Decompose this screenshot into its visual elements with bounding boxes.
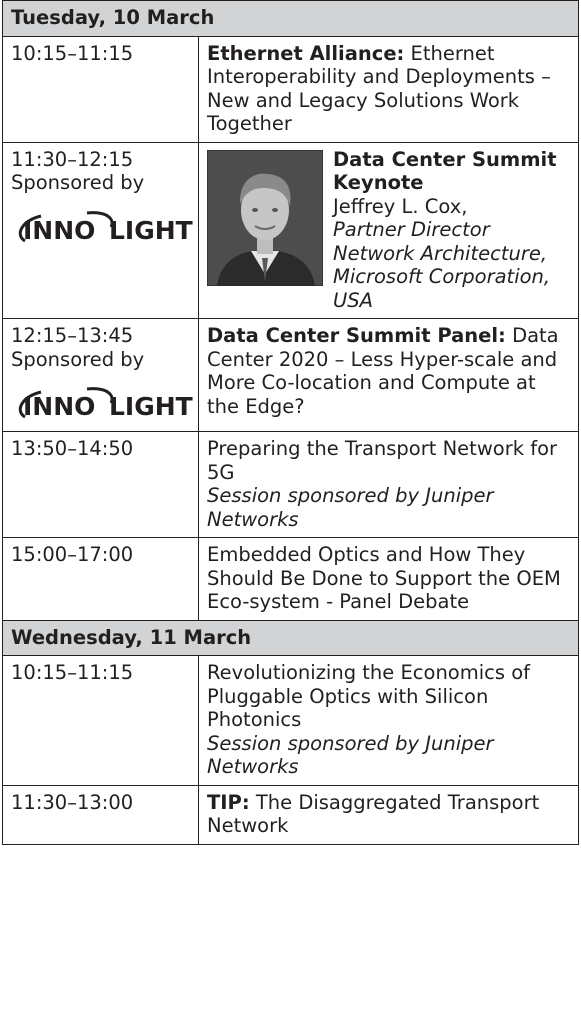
- innolight-logo-icon: INNO LIGHT: [18, 210, 193, 245]
- session-time: 13:50–14:50: [2, 431, 199, 538]
- session-title: Data Center 2020 – Less Hyper-scale and …: [207, 324, 559, 418]
- session-time: 11:30–13:00: [2, 784, 199, 845]
- keynote-text: Data Center Summit Keynote Jeffrey L. Co…: [333, 148, 570, 313]
- session-time: 10:15–11:15: [2, 655, 199, 786]
- table-row: 12:15–13:45 Sponsored by INNO LIGHT Data…: [2, 318, 579, 432]
- session-title: Revolutionizing the Economics of Pluggab…: [207, 661, 531, 731]
- session-title: The Disaggregated Transport Network: [207, 790, 540, 838]
- keynote-cell: Data Center Summit Keynote Jeffrey L. Co…: [198, 141, 579, 319]
- session-description: TIP: The Disaggregated Transport Network: [198, 784, 579, 845]
- table-row: 11:30–12:15 Sponsored by INNO LIGHT: [2, 141, 579, 319]
- day-header: Tuesday, 10 March: [2, 0, 579, 37]
- table-row: 13:50–14:50 Preparing the Transport Netw…: [2, 431, 579, 538]
- session-time: 12:15–13:45: [11, 324, 134, 347]
- session-org: Data Center Summit Panel:: [207, 324, 506, 347]
- schedule-table: Tuesday, 10 March 10:15–11:15 Ethernet A…: [2, 0, 579, 845]
- session-sponsor-note: Session sponsored by Juniper Networks: [207, 731, 494, 779]
- session-time: 15:00–17:00: [2, 537, 199, 621]
- svg-text:INNO: INNO: [23, 216, 95, 245]
- session-description: Ethernet Alliance: Ethernet Interoperabi…: [198, 35, 579, 143]
- table-row: 11:30–13:00 TIP: The Disaggregated Trans…: [2, 784, 579, 845]
- svg-text:INNO: INNO: [23, 392, 95, 421]
- keynote: Data Center Summit Keynote Jeffrey L. Co…: [207, 148, 570, 313]
- day-header-row: Tuesday, 10 March: [2, 0, 579, 37]
- session-org: TIP:: [207, 790, 250, 814]
- speaker-role: Partner Director Network Architecture, M…: [333, 218, 551, 312]
- session-org: Ethernet Alliance:: [207, 41, 405, 65]
- session-description: Preparing the Transport Network for 5G S…: [198, 431, 579, 538]
- sponsor-label: Sponsored by: [11, 347, 145, 371]
- session-description: Data Center Summit Panel: Data Center 20…: [198, 318, 579, 432]
- session-sponsor-note: Session sponsored by Juniper Networks: [207, 484, 494, 531]
- session-title: Embedded Optics and How They Should Be D…: [198, 537, 579, 621]
- speaker-name: Jeffrey L. Cox,: [333, 194, 468, 218]
- session-description: Revolutionizing the Economics of Pluggab…: [198, 655, 579, 786]
- keynote-title: Data Center Summit Keynote: [333, 147, 557, 195]
- day-header-row: Wednesday, 11 March: [2, 619, 579, 656]
- speaker-photo-icon: [207, 149, 323, 286]
- innolight-logo-icon: INNO LIGHT: [18, 387, 193, 421]
- svg-text:LIGHT: LIGHT: [109, 216, 193, 245]
- session-title: Ethernet Interoperability and Deployment…: [207, 41, 551, 136]
- session-time-cell: 11:30–12:15 Sponsored by INNO LIGHT: [2, 141, 199, 319]
- table-row: 10:15–11:15 Ethernet Alliance: Ethernet …: [2, 35, 579, 143]
- table-row: 15:00–17:00 Embedded Optics and How They…: [2, 537, 579, 621]
- table-row: 10:15–11:15 Revolutionizing the Economic…: [2, 655, 579, 786]
- session-time-cell: 12:15–13:45 Sponsored by INNO LIGHT: [2, 318, 199, 432]
- session-title: Preparing the Transport Network for 5G: [207, 437, 558, 484]
- svg-text:LIGHT: LIGHT: [109, 392, 193, 421]
- session-time: 10:15–11:15: [2, 35, 199, 143]
- session-time: 11:30–12:15: [11, 147, 134, 171]
- sponsor-label: Sponsored by: [11, 171, 145, 194]
- day-header: Wednesday, 11 March: [2, 619, 579, 656]
